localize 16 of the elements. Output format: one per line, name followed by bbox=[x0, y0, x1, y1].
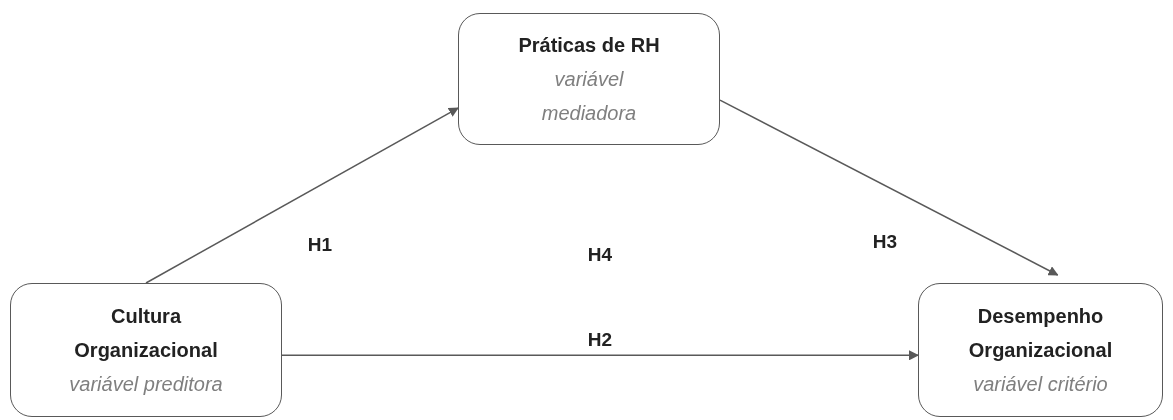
arrow bbox=[281, 350, 919, 361]
rounded-box bbox=[10, 283, 282, 417]
node-subtitle: variável mediadora bbox=[540, 67, 638, 126]
node-title: Desempenho Organizacional bbox=[967, 304, 1114, 363]
hypothesis-label: H4 bbox=[587, 242, 613, 267]
edge-label: H3 bbox=[872, 229, 898, 254]
edge-label: H1 bbox=[307, 232, 333, 257]
node-subtitle: variável critério bbox=[973, 372, 1108, 397]
node-title: Cultura Organizacional bbox=[73, 304, 219, 363]
rounded-box bbox=[458, 13, 720, 145]
arrow bbox=[145, 107, 459, 284]
edge-label: H2 bbox=[587, 327, 613, 352]
rounded-box bbox=[918, 283, 1163, 417]
arrow bbox=[719, 99, 1059, 276]
node-title: Práticas de RH bbox=[518, 33, 660, 58]
node-subtitle: variável preditora bbox=[69, 372, 223, 397]
